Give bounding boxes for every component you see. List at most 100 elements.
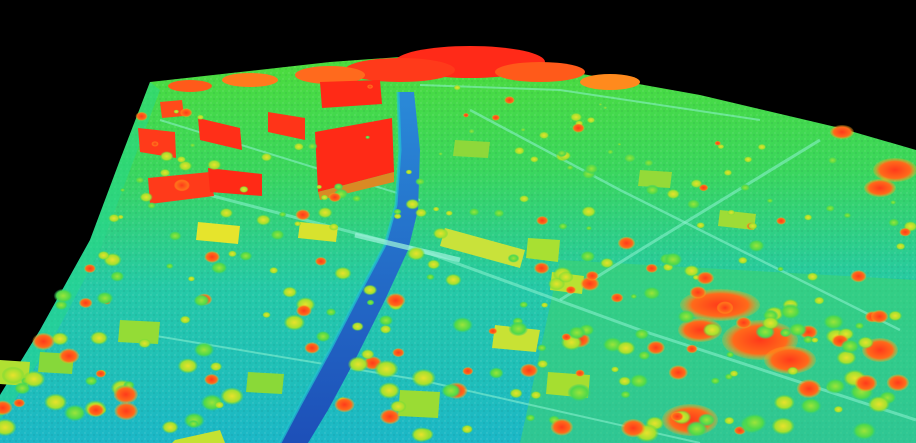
tree <box>64 404 86 422</box>
tree <box>556 149 567 157</box>
tree <box>295 209 311 221</box>
tree <box>852 422 877 440</box>
tree <box>427 259 440 270</box>
tree <box>189 142 196 148</box>
tree <box>334 267 352 280</box>
tree <box>743 156 753 163</box>
tree <box>452 317 473 333</box>
tree <box>536 216 549 225</box>
tree <box>95 369 106 378</box>
tree <box>228 250 237 258</box>
tree <box>363 284 377 296</box>
tree <box>151 141 159 147</box>
tree <box>14 382 31 395</box>
tree <box>740 183 751 192</box>
tree <box>742 413 767 432</box>
tree <box>135 111 148 121</box>
tree <box>426 273 435 281</box>
tree <box>539 131 549 139</box>
tree <box>493 209 505 218</box>
tree <box>602 105 608 110</box>
tree <box>53 288 73 303</box>
tree <box>282 286 297 298</box>
apartment-blocks <box>138 80 394 204</box>
tree <box>316 184 323 189</box>
tree <box>643 159 654 167</box>
tree <box>850 270 867 283</box>
tree <box>296 304 312 317</box>
tree <box>44 393 67 411</box>
tree <box>374 360 399 378</box>
tree <box>561 333 572 341</box>
tree <box>677 310 695 324</box>
tree <box>643 286 661 300</box>
tree <box>776 217 786 225</box>
tree <box>294 221 302 227</box>
tree <box>160 151 174 162</box>
tree <box>196 114 204 120</box>
tree <box>663 252 683 267</box>
tree <box>519 195 529 203</box>
tree <box>173 109 179 114</box>
tree <box>598 102 603 107</box>
tree <box>537 344 547 352</box>
tree <box>774 394 795 411</box>
tree <box>757 143 767 151</box>
tree <box>645 184 660 196</box>
tree <box>779 328 792 338</box>
tree <box>22 370 45 388</box>
house-i <box>118 320 160 344</box>
tree <box>827 156 838 165</box>
tree <box>684 265 700 277</box>
tree <box>304 342 320 354</box>
house-c <box>526 238 560 262</box>
tree <box>584 163 599 175</box>
tree <box>541 302 549 308</box>
tree <box>811 337 819 343</box>
tree <box>367 84 373 89</box>
road-top <box>419 84 761 121</box>
tree <box>870 309 889 324</box>
tree <box>617 142 622 146</box>
tree <box>386 293 406 308</box>
tree <box>802 335 814 344</box>
tree <box>508 321 528 337</box>
tree <box>411 369 436 387</box>
tree <box>161 421 179 434</box>
tree <box>366 299 375 306</box>
tree <box>159 168 171 177</box>
tree <box>138 338 151 348</box>
tree <box>534 262 550 274</box>
tree <box>618 376 631 386</box>
building-8 <box>160 100 184 118</box>
tree <box>415 208 427 218</box>
tree <box>269 267 279 274</box>
tree <box>525 414 536 422</box>
tree <box>239 251 253 261</box>
tree <box>550 418 573 436</box>
tree <box>51 332 69 346</box>
tree <box>139 192 153 202</box>
tree <box>800 397 822 414</box>
tree <box>187 276 195 282</box>
tree <box>293 142 304 151</box>
tree <box>735 316 752 329</box>
tree <box>888 310 902 321</box>
tree <box>854 322 865 330</box>
tree <box>617 236 636 250</box>
house-g <box>398 390 440 418</box>
building-2 <box>268 112 305 140</box>
tree <box>611 366 619 373</box>
tree <box>620 390 631 399</box>
tree <box>572 123 585 133</box>
tree <box>207 159 222 170</box>
tree <box>174 179 190 192</box>
tree <box>97 251 110 260</box>
tree <box>334 397 355 413</box>
house-b <box>298 222 338 242</box>
tree <box>537 359 549 369</box>
building-1 <box>315 118 394 192</box>
tree <box>405 199 420 210</box>
tree <box>445 210 453 216</box>
tree <box>210 261 228 274</box>
